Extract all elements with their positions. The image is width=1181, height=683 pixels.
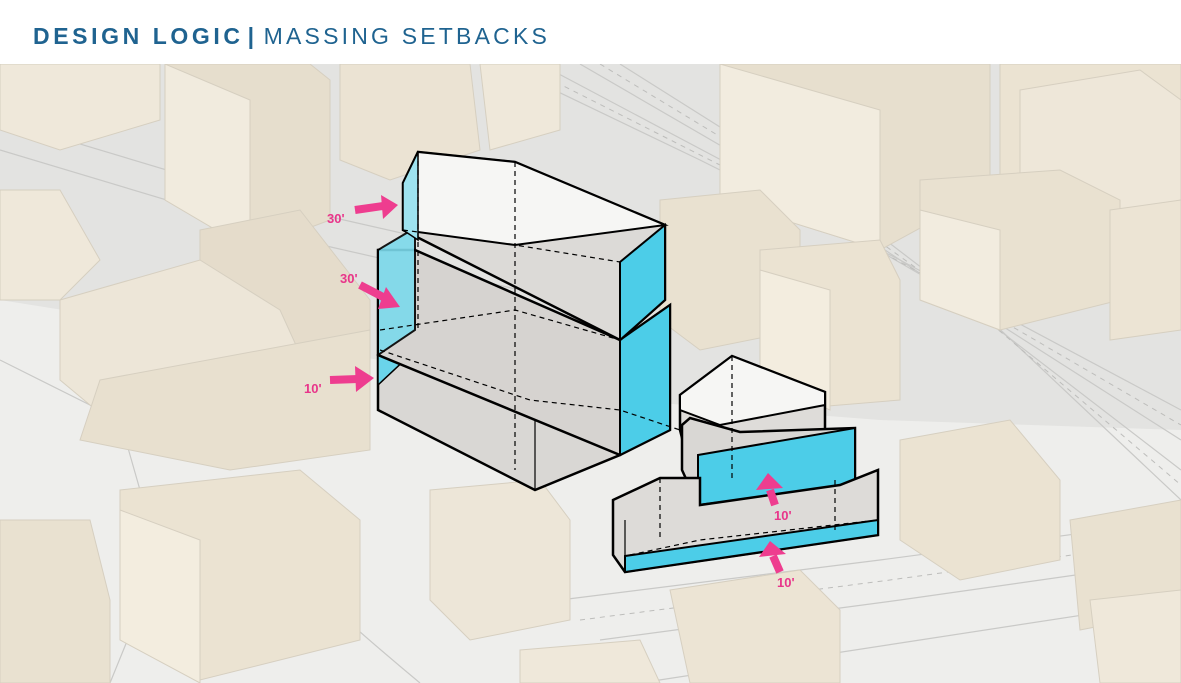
street-podium [611, 468, 880, 574]
setback-arrow-podium [329, 366, 374, 392]
setback-label-front-upper: 10' [774, 508, 792, 523]
title-separator: | [247, 23, 258, 49]
setback-arrow-street [759, 541, 786, 574]
upper-setback-face [402, 151, 419, 242]
setback-labels: 30' 30' 10' 10' 10' [304, 211, 795, 590]
setback-label-upper: 30' [327, 211, 345, 226]
setback-label-podium: 10' [304, 381, 322, 396]
middle-setback-face [377, 226, 416, 357]
setback-arrow-middle [358, 281, 400, 309]
proposed-massing [376, 150, 880, 574]
context-buildings [0, 64, 1181, 683]
setback-label-middle: 30' [340, 271, 358, 286]
title-primary: DESIGN LOGIC [33, 23, 244, 49]
massing-diagram: 30' 30' 10' 10' 10' [0, 64, 1181, 683]
setback-arrow-front-upper [756, 473, 783, 507]
setback-label-street: 10' [777, 575, 795, 590]
setback-arrows [329, 195, 786, 574]
page-header: DESIGN LOGIC|MASSING SETBACKS [0, 0, 1181, 64]
page-title: DESIGN LOGIC|MASSING SETBACKS [33, 21, 550, 51]
upper-block-cyan-face [619, 222, 666, 343]
title-secondary: MASSING SETBACKS [263, 23, 551, 49]
setback-arrow-upper [354, 195, 398, 219]
